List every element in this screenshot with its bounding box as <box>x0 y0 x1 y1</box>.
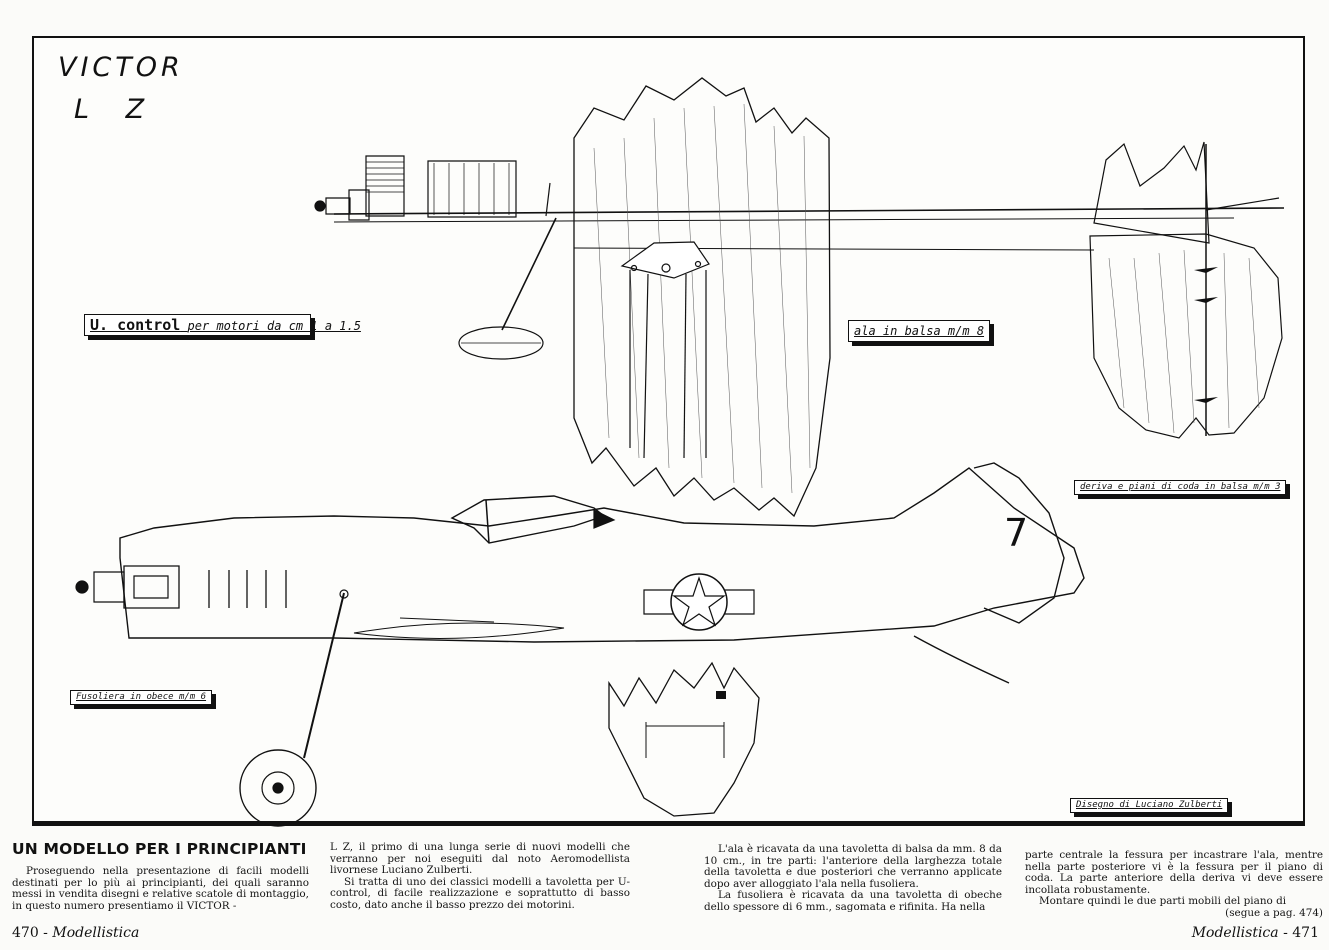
article-column-1: Proseguendo nella presentazione di facil… <box>12 865 309 912</box>
col4-paragraph-1: parte centrale la fessura per incastrare… <box>1025 849 1323 896</box>
u-control-label-main: U. control <box>90 316 181 334</box>
handwritten-title: VICTOR <box>58 52 184 83</box>
fin-top-view <box>1094 142 1209 243</box>
article-column-3: L'ala è ricavata da una tavoletta di bal… <box>704 843 1002 914</box>
u-control-label-rest: per motori da cm 1 a 1.5 <box>187 319 361 333</box>
footer-left: 470 - Modellistica <box>12 925 139 941</box>
stabilizer-top-view <box>1090 234 1282 438</box>
footer-right: Modellistica - 471 <box>1192 925 1319 941</box>
wheel-pant-icon <box>459 327 543 359</box>
star-insignia-icon <box>671 574 727 630</box>
fuselage-label: Fusoliera in obece m/m 6 <box>70 690 213 705</box>
col3-paragraph-1: L'ala è ricavata da una tavoletta di bal… <box>704 843 1002 890</box>
article: UN MODELLO PER I PRINCIPIANTI Proseguend… <box>0 832 1329 950</box>
col2-paragraph-1: L Z, il primo di una lunga serie di nuov… <box>330 841 630 877</box>
article-column-2: L Z, il primo di una lunga serie di nuov… <box>330 841 630 912</box>
handwritten-subtitle: L Z <box>74 94 159 125</box>
tail-label: deriva e piani di coda in balsa m/m 3 <box>1074 480 1287 495</box>
side-view <box>76 463 1084 826</box>
fuel-tank-icon <box>428 161 516 217</box>
model-plan-drawing <box>34 38 1307 828</box>
propeller-hub-icon <box>76 581 88 593</box>
article-column-4: parte centrale la fessura per incastrare… <box>1025 849 1323 920</box>
footer-right-name: Modellistica <box>1191 925 1279 941</box>
bellcrank-icon <box>622 242 709 278</box>
fuselage-side-view <box>120 468 1084 642</box>
footer-left-number: 470 <box>12 925 39 941</box>
footer-left-name: Modellistica <box>52 925 140 941</box>
u-control-label: U. control per motori da cm 1 a 1.5 <box>84 314 361 336</box>
col4-paragraph-2: Montare quindi le due parti mobili del p… <box>1039 895 1287 908</box>
fin-side-view <box>974 463 1064 623</box>
col2-paragraph-2: Si tratta di uno dei classici modelli a … <box>330 875 630 911</box>
wing-label: ala in balsa m/m 8 <box>848 320 991 342</box>
fin-number: 7 <box>1004 511 1029 555</box>
wing-top-view <box>574 78 830 516</box>
footer-right-separator: - <box>1278 925 1293 941</box>
col4-continuation: (segue a pag. 474) <box>1225 906 1323 919</box>
footer-right-number: 471 <box>1292 925 1319 941</box>
top-view <box>315 78 1284 516</box>
col3-paragraph-2: La fusoliera è ricavata da una tavoletta… <box>704 889 1002 913</box>
wheel-icon <box>240 750 316 826</box>
rudder-piece <box>609 663 759 816</box>
col1-paragraph: Proseguendo nella presentazione di facil… <box>12 865 309 912</box>
article-headline: UN MODELLO PER I PRINCIPIANTI <box>12 840 307 858</box>
credit-label: Disegno di Luciano Zulberti <box>1070 798 1229 813</box>
footer-left-separator: - <box>38 925 53 941</box>
plan-frame: VICTOR L Z U. control per motori da cm 1… <box>32 36 1305 826</box>
